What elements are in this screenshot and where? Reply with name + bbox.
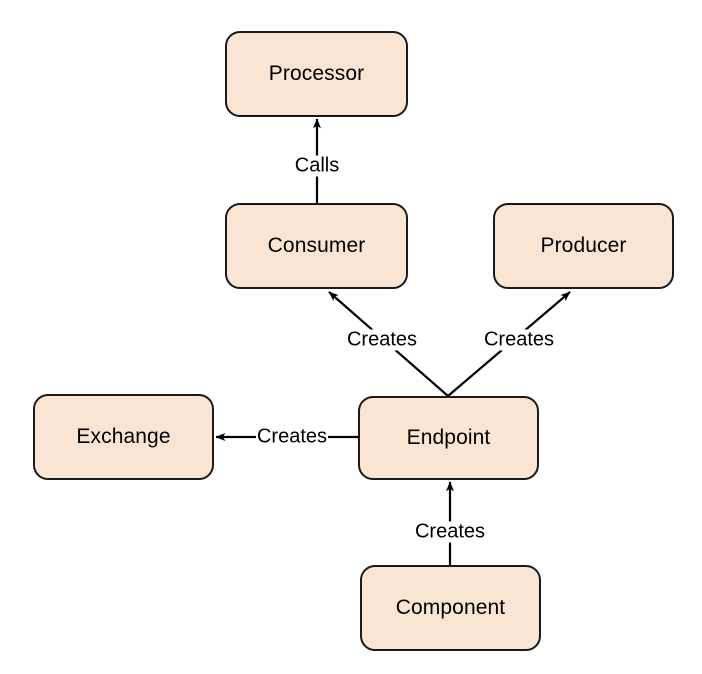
node-endpoint-label: Endpoint <box>406 426 491 449</box>
node-producer[interactable]: Producer <box>493 203 674 289</box>
edge-label-endpoint-creates-exchange: Creates <box>255 425 329 448</box>
edge-label-endpoint-creates-consumer: Creates <box>345 328 419 351</box>
edge-label-endpoint-creates-producer: Creates <box>482 328 556 351</box>
node-endpoint[interactable]: Endpoint <box>358 396 539 480</box>
node-component[interactable]: Component <box>360 565 541 651</box>
edge-label-component-creates-endpoint: Creates <box>413 520 487 543</box>
node-component-label: Component <box>395 596 506 619</box>
node-exchange[interactable]: Exchange <box>33 394 214 480</box>
node-consumer-label: Consumer <box>267 234 366 257</box>
node-exchange-label: Exchange <box>76 425 171 448</box>
node-processor[interactable]: Processor <box>225 31 408 117</box>
edge-label-consumer-calls-processor: Calls <box>293 154 341 177</box>
node-producer-label: Producer <box>540 234 627 257</box>
node-processor-label: Processor <box>268 62 365 85</box>
node-consumer[interactable]: Consumer <box>225 203 408 289</box>
